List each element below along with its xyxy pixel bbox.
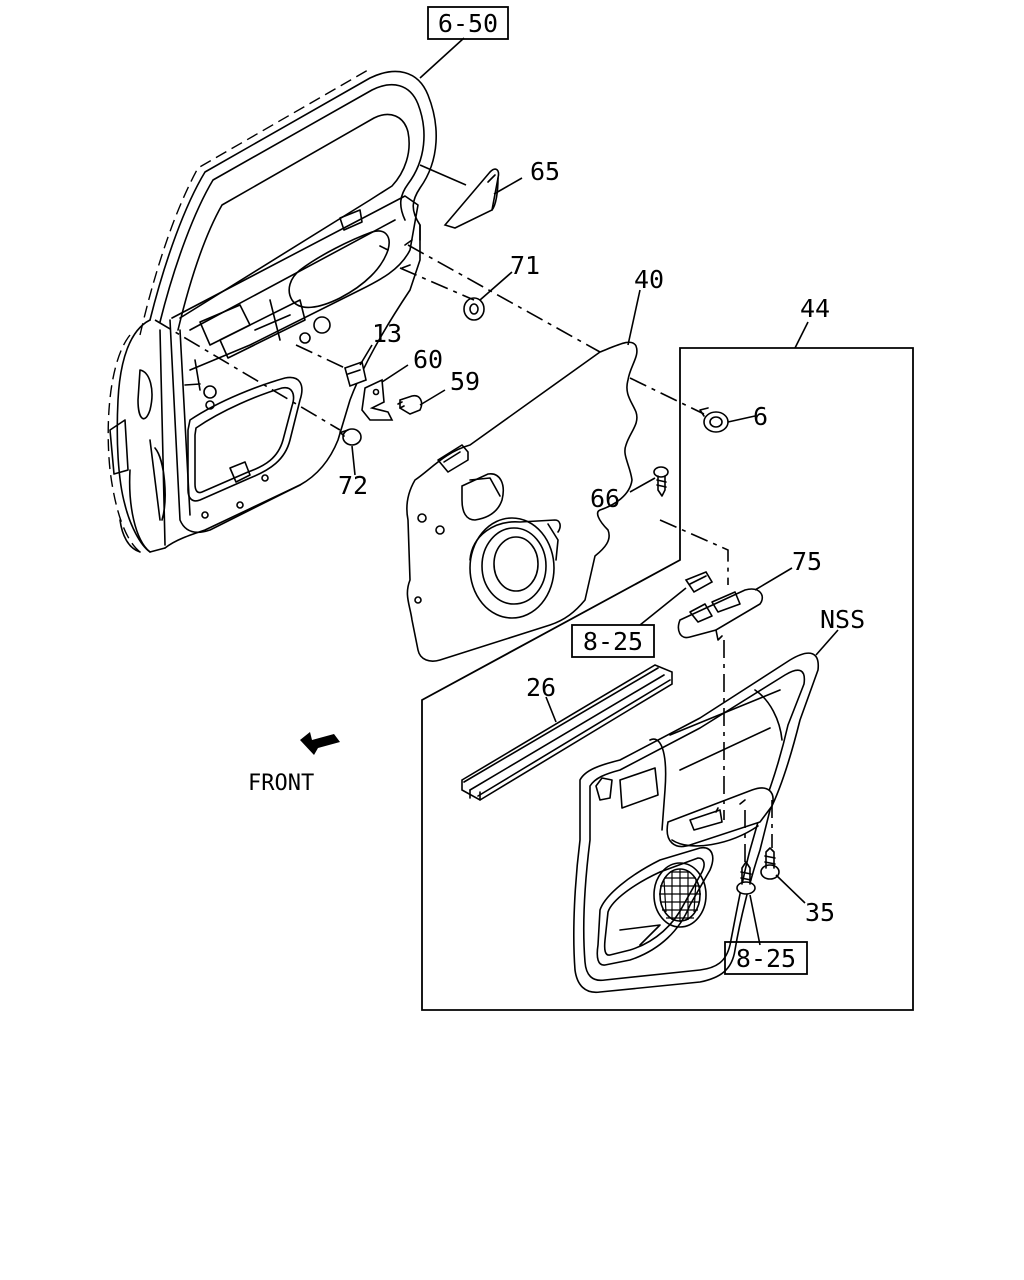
assembly-lines [154,244,773,862]
part-65-corner-trim [443,168,500,229]
callout-66: 66 [590,484,620,513]
callout-59: 59 [450,367,480,396]
part-59-screw [397,394,423,415]
callout-60: 60 [413,345,443,374]
part-35-screw [760,847,780,880]
callout-35: 35 [805,898,835,927]
callout-72: 72 [338,471,368,500]
callout-65: 65 [530,157,560,186]
callout-6: 6 [753,402,768,431]
part-6-clip [699,407,729,433]
front-arrow-icon [300,732,340,755]
part-40-inner-panel [406,341,638,662]
callout-6-50: 6-50 [438,9,498,38]
part-75-switch-bezel [677,571,764,641]
ref-box-8-25-b [724,941,808,975]
callout-75: 75 [792,547,822,576]
callout-8-25-b: 8-25 [736,944,796,973]
part-72-screw [339,428,362,446]
callout-26: 26 [526,673,556,702]
part-60-bracket [361,378,394,421]
ref-box-6-50 [427,6,509,40]
callout-nss: NSS [820,605,865,634]
screw-ref-8-25 [736,861,756,895]
part-13-clip [344,360,367,388]
ref-box-8-25-a [571,624,655,658]
nss-door-trim-panel [573,652,819,994]
assembly-44-outline [421,347,914,1011]
part-66-screw [653,466,669,497]
callout-44: 44 [800,294,830,323]
callout-71: 71 [510,251,540,280]
part-26-weatherstrip [461,664,673,801]
front-label: FRONT [248,771,314,796]
callout-8-25-a: 8-25 [583,627,643,656]
part-71-nut [463,297,485,321]
callout-13: 13 [372,319,402,348]
leader-lines [351,37,839,946]
callout-40: 40 [634,265,664,294]
rear-door-shell [107,69,437,553]
